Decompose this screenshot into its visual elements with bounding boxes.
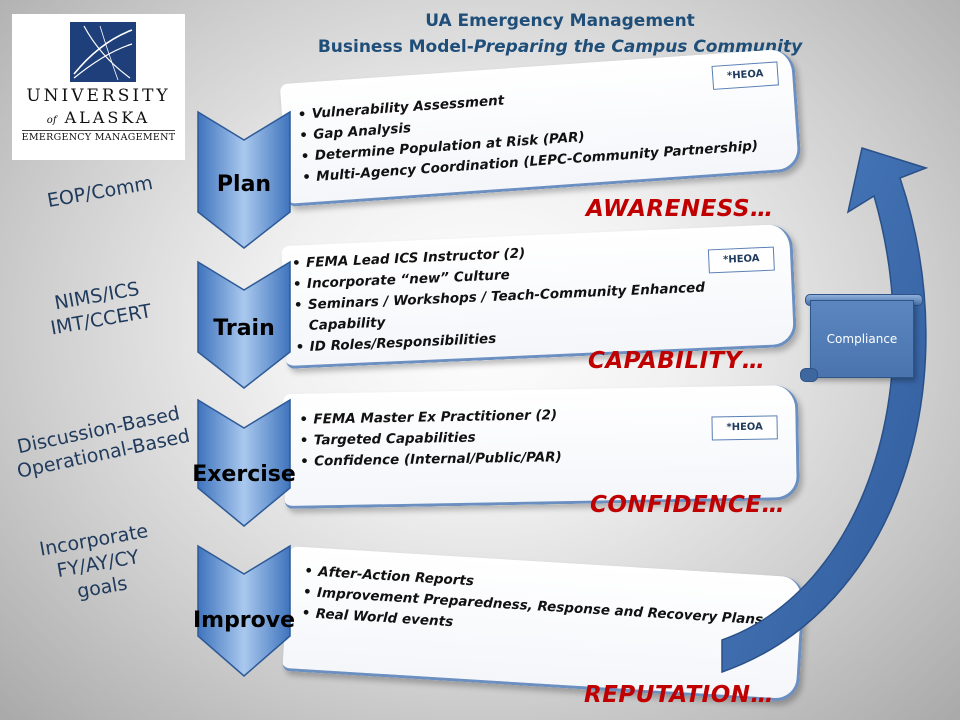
- outcome-capability: CAPABILITY…: [588, 348, 766, 374]
- title-line-2-italic: Preparing the Campus Community: [473, 37, 803, 57]
- compliance-scroll-curl: [800, 368, 818, 382]
- outcome-reputation: REPUTATION…: [584, 682, 775, 708]
- logo-of: of: [46, 115, 57, 126]
- compliance-box: Compliance: [810, 300, 914, 378]
- stage-label-train: Train: [213, 316, 275, 341]
- title-line-1: UA Emergency Management: [425, 11, 695, 31]
- logo-alaska: of ALASKA: [12, 108, 185, 127]
- university-logo: UNIVERSITY of ALASKA EMERGENCY MANAGEMEN…: [12, 14, 185, 160]
- title-line-2: Business Model-Preparing the Campus Comm…: [260, 34, 860, 60]
- stage-label-improve: Improve: [192, 608, 296, 633]
- title-line-2-prefix: Business Model-: [317, 37, 474, 57]
- exercise-chevron: [197, 398, 291, 527]
- logo-emergency-management: EMERGENCY MANAGEMENT: [21, 132, 176, 143]
- plan-chevron: [197, 110, 291, 249]
- logo-mark-icon: [70, 22, 136, 82]
- stage-label-plan: Plan: [216, 172, 272, 197]
- outcome-confidence: CONFIDENCE…: [590, 492, 786, 518]
- feedback-arrow: [721, 147, 929, 674]
- logo-university: UNIVERSITY: [26, 86, 171, 106]
- improve-chevron: [197, 544, 291, 677]
- page-title: UA Emergency Management Business Model-P…: [260, 8, 860, 60]
- stage-label-exercise: Exercise: [192, 462, 296, 487]
- train-chevron: [197, 260, 291, 389]
- outcome-awareness: AWARENESS…: [586, 196, 774, 222]
- logo-alaska-word: ALASKA: [64, 108, 151, 127]
- logo-divider: [22, 130, 175, 131]
